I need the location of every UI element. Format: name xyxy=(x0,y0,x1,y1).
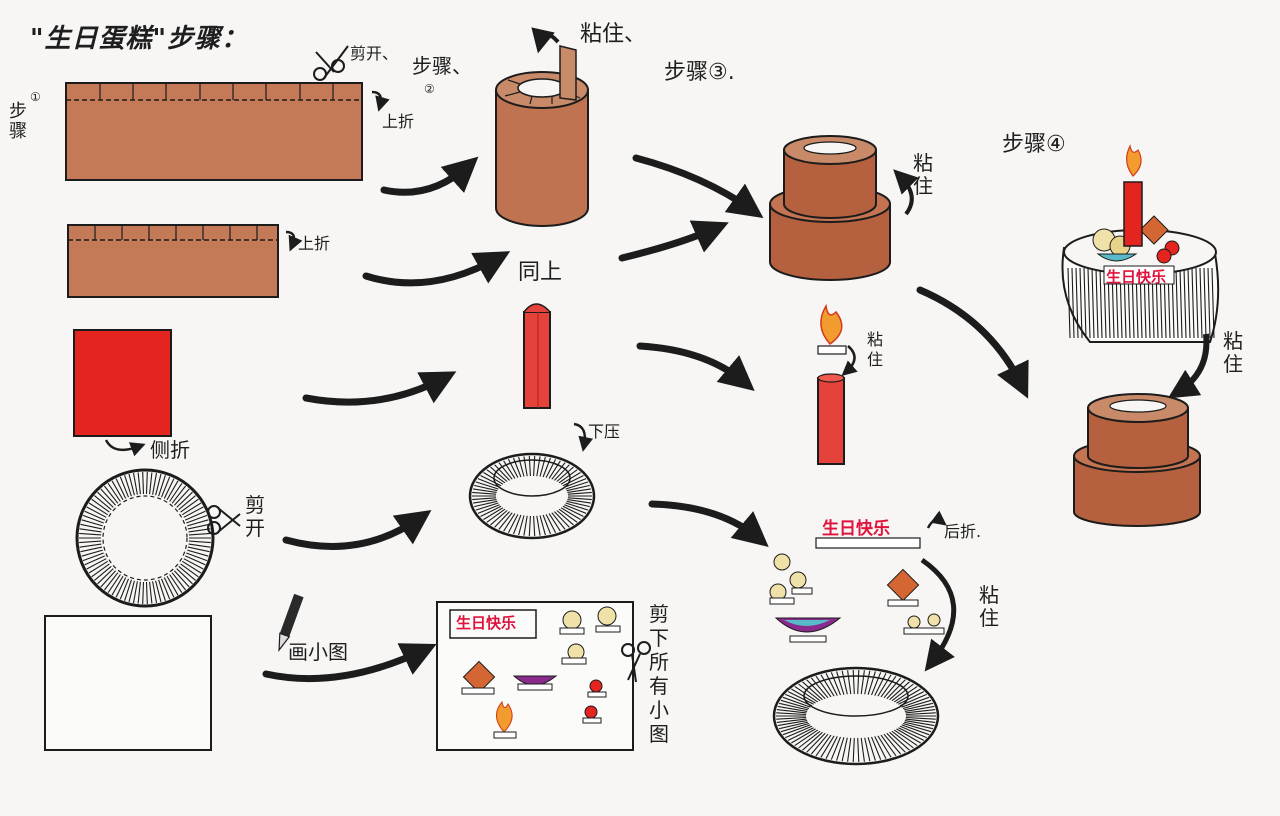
step-number: ② xyxy=(424,82,435,96)
flow-arrow-icon xyxy=(282,509,432,550)
action-stick-label: 粘住、 xyxy=(580,22,647,47)
action-cut-label: 剪开 xyxy=(245,493,265,540)
final-tier-cake xyxy=(1073,393,1201,527)
stick-arrow-icon xyxy=(841,345,858,376)
fold-arrow-icon xyxy=(104,439,146,457)
scissors-icon xyxy=(621,641,651,683)
action-stick-label: 粘住 xyxy=(1223,329,1243,376)
action-stick-label: 粘住 xyxy=(979,583,999,630)
red-paper-square xyxy=(73,329,172,437)
flow-arrow-icon xyxy=(302,371,457,406)
banner-text: 生日快乐 xyxy=(1106,268,1167,286)
press-arrow-icon xyxy=(573,422,594,452)
candle-with-flame xyxy=(817,303,847,465)
action-press-label: 下压 xyxy=(588,422,621,441)
step-1-label: 步骤 xyxy=(9,101,27,142)
flow-arrow-icon xyxy=(362,251,511,287)
small-stickers xyxy=(769,553,945,643)
same-as-above-label: 同上 xyxy=(518,260,563,285)
action-stick-label: 粘住 xyxy=(866,330,883,369)
fringed-ring xyxy=(468,452,596,540)
pencil-icon xyxy=(278,593,304,652)
flow-arrow-icon xyxy=(636,342,755,392)
step-4-label: 步骤④ xyxy=(1002,132,1066,157)
flow-arrow-icon xyxy=(618,220,729,262)
banner-sticker xyxy=(815,537,921,549)
banner-text: 生日快乐 xyxy=(822,519,890,539)
stick-arrow-icon xyxy=(1167,333,1210,399)
stick-arrow-icon xyxy=(893,169,919,216)
flow-arrow-icon xyxy=(632,154,764,219)
fold-arrow-icon xyxy=(371,90,390,112)
action-side-fold-label: 侧折 xyxy=(150,438,190,462)
sticker-sheet xyxy=(436,601,634,751)
fringed-paper-circle xyxy=(75,468,215,608)
action-stick-label: 粘住 xyxy=(913,151,933,198)
step-3-label: 步骤③. xyxy=(664,60,735,85)
stick-arrow-icon xyxy=(920,557,957,672)
red-paper-roll xyxy=(523,303,551,409)
flow-arrow-icon xyxy=(916,286,1029,399)
short-brown-strip xyxy=(67,224,279,298)
step-2-label: 步骤、 xyxy=(412,54,472,78)
fringed-ring xyxy=(772,666,940,766)
action-cut-all-label: 剪下所有小图 xyxy=(649,602,669,746)
scissors-icon xyxy=(313,45,349,81)
action-draw-label: 画小图 xyxy=(288,640,348,664)
action-fold-label: 上折 xyxy=(298,234,331,253)
fold-arrow-icon xyxy=(285,230,303,252)
stick-arrow-icon xyxy=(531,27,560,54)
two-tier-cake xyxy=(769,135,891,281)
scissors-icon xyxy=(207,505,241,535)
action-fold-back-label: 后折. xyxy=(944,522,982,541)
flow-arrow-icon xyxy=(648,500,769,548)
action-cut-label: 剪开、 xyxy=(350,44,399,63)
action-fold-label: 上折 xyxy=(382,112,415,131)
step-number: ① xyxy=(30,90,41,104)
long-brown-strip xyxy=(65,82,363,181)
finished-cake xyxy=(1061,144,1220,343)
page-title: "生日蛋糕"步骤： xyxy=(30,24,249,54)
flow-arrow-icon xyxy=(380,156,479,196)
fold-arrow-icon xyxy=(926,510,947,529)
blank-white-card xyxy=(44,615,212,751)
banner-text: 生日快乐 xyxy=(456,614,517,632)
brown-cylinder xyxy=(495,45,589,227)
flow-arrow-icon xyxy=(262,643,437,683)
